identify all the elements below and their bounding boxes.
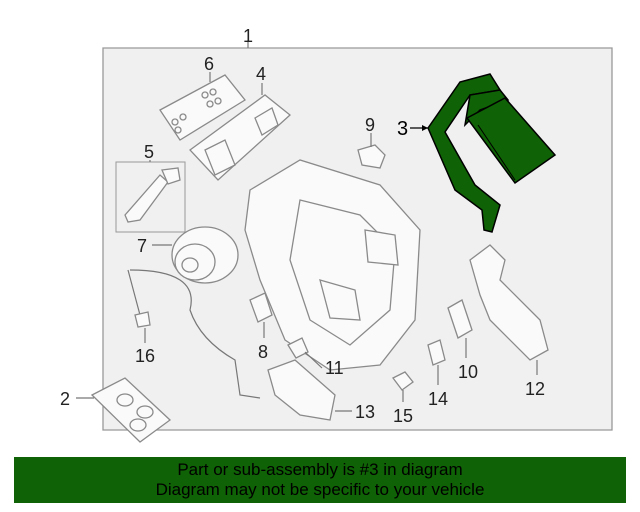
part-2[interactable] bbox=[90, 377, 172, 443]
part-9[interactable] bbox=[357, 144, 386, 169]
part-15[interactable] bbox=[392, 371, 414, 391]
part-10[interactable] bbox=[447, 299, 473, 339]
callout-9[interactable]: 9 bbox=[365, 115, 375, 135]
callout-13[interactable]: 13 bbox=[355, 402, 375, 422]
callout-3[interactable]: 3 bbox=[397, 118, 408, 140]
callout-10[interactable]: 10 bbox=[458, 362, 478, 382]
callout-7[interactable]: 7 bbox=[137, 236, 147, 256]
callout-14[interactable]: 14 bbox=[428, 389, 448, 409]
callout-4[interactable]: 4 bbox=[256, 64, 266, 84]
part-5[interactable] bbox=[124, 167, 181, 223]
callout-16[interactable]: 16 bbox=[135, 346, 155, 366]
part-6[interactable] bbox=[159, 74, 246, 141]
fitment-banner: Part or sub-assembly is #3 in diagram Di… bbox=[14, 457, 626, 503]
callout-1[interactable]: 1 bbox=[243, 26, 253, 46]
part-13[interactable] bbox=[267, 359, 336, 421]
banner-line-2: Diagram may not be specific to your vehi… bbox=[155, 480, 485, 499]
hvac-case bbox=[244, 159, 421, 371]
callout-2[interactable]: 2 bbox=[60, 389, 70, 409]
part-4[interactable] bbox=[189, 94, 292, 181]
callout-12[interactable]: 12 bbox=[525, 379, 545, 399]
part-14[interactable] bbox=[427, 339, 446, 366]
callout-6[interactable]: 6 bbox=[204, 54, 214, 74]
part-12[interactable] bbox=[469, 244, 549, 361]
callout-8[interactable]: 8 bbox=[258, 342, 268, 362]
part-8[interactable] bbox=[249, 292, 273, 323]
part-11[interactable] bbox=[287, 337, 309, 359]
part-16[interactable] bbox=[134, 311, 151, 328]
callout-5[interactable]: 5 bbox=[144, 142, 154, 162]
part-16-harness[interactable] bbox=[127, 269, 261, 399]
part-7[interactable] bbox=[171, 226, 239, 284]
part-3-heater-core[interactable] bbox=[427, 73, 557, 233]
callout-11[interactable]: 11 bbox=[325, 358, 344, 378]
banner-line-1: Part or sub-assembly is #3 in diagram bbox=[177, 460, 463, 479]
callout-15[interactable]: 15 bbox=[393, 406, 413, 426]
